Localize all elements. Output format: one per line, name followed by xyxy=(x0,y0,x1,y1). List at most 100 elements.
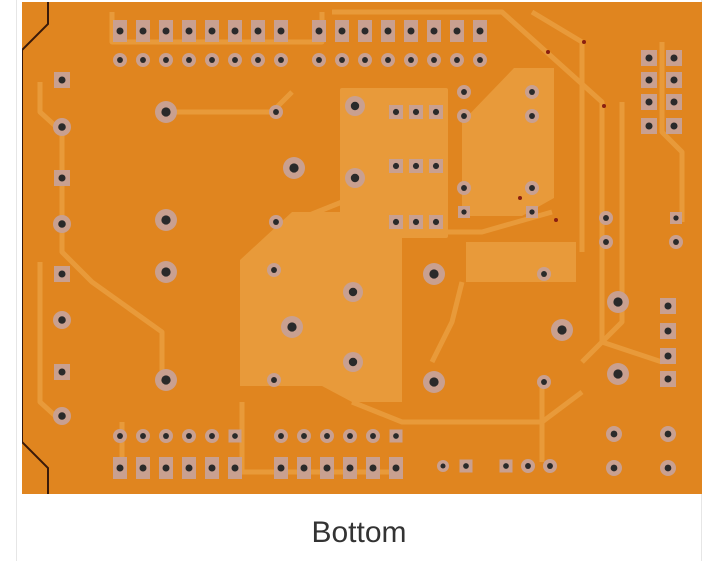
pad-hole xyxy=(432,162,440,170)
pad-hole xyxy=(300,464,308,472)
pad-hole xyxy=(664,352,672,360)
pad-hole xyxy=(58,270,66,278)
pad-hole xyxy=(547,463,553,469)
pad-hole xyxy=(525,463,531,469)
pad-hole xyxy=(208,27,216,35)
pad-hole xyxy=(117,57,123,63)
pad-hole xyxy=(277,27,285,35)
pad-hole xyxy=(186,433,192,439)
pad-hole xyxy=(461,185,467,191)
pad-hole xyxy=(231,464,239,472)
pad-hole xyxy=(348,287,358,297)
pad-hole xyxy=(338,27,346,35)
pad-hole xyxy=(603,239,609,245)
pad-hole xyxy=(454,57,460,63)
pad-hole xyxy=(323,464,331,472)
pad-hole xyxy=(392,218,400,226)
pad-hole xyxy=(208,464,216,472)
pad-hole xyxy=(412,218,420,226)
pad-hole xyxy=(339,57,345,63)
pad-hole xyxy=(430,27,438,35)
pad-hole xyxy=(58,76,66,84)
pad-hole xyxy=(273,109,279,115)
pad-hole xyxy=(670,98,678,106)
pad-hole xyxy=(161,107,171,117)
pad-hole xyxy=(664,430,672,438)
pad-hole xyxy=(645,54,653,62)
pad-hole xyxy=(664,375,672,383)
pad-hole xyxy=(362,57,368,63)
pad-hole xyxy=(407,27,415,35)
pad-hole xyxy=(140,433,146,439)
pad-hole xyxy=(232,433,238,439)
pad-hole xyxy=(161,267,171,277)
pad-hole xyxy=(255,57,261,63)
pad-hole xyxy=(670,54,678,62)
pad-hole xyxy=(670,122,678,130)
pad-hole xyxy=(348,357,358,367)
pad-hole xyxy=(431,57,437,63)
pad-hole xyxy=(287,322,297,332)
pad-hole xyxy=(232,57,238,63)
pad-hole xyxy=(271,377,277,383)
board-outline-top-left xyxy=(22,2,49,51)
pad-hole xyxy=(673,215,679,221)
pad-hole xyxy=(412,108,420,116)
pad-hole xyxy=(529,89,535,95)
pad-hole xyxy=(664,302,672,310)
pad-hole xyxy=(231,27,239,35)
pad-hole xyxy=(58,123,66,131)
pad-hole xyxy=(503,463,509,469)
pad-hole xyxy=(58,368,66,376)
pad-hole xyxy=(116,27,124,35)
pad-hole xyxy=(610,464,618,472)
pad-hole xyxy=(529,113,535,119)
pad-hole xyxy=(432,108,440,116)
pad-hole xyxy=(278,433,284,439)
pad-hole xyxy=(58,412,66,420)
pad-hole xyxy=(347,433,353,439)
pad-hole xyxy=(58,316,66,324)
pad-hole xyxy=(603,215,609,221)
pad-hole xyxy=(477,57,483,63)
pad-hole xyxy=(529,185,535,191)
pad-hole xyxy=(161,215,171,225)
pad-hole xyxy=(440,463,446,469)
pad-hole xyxy=(463,463,469,469)
pad-hole xyxy=(370,433,376,439)
copper-regions xyxy=(240,68,576,402)
pad-hole xyxy=(664,464,672,472)
pad-hole xyxy=(461,113,467,119)
pad-hole xyxy=(289,163,299,173)
pad-hole xyxy=(277,464,285,472)
pad-hole xyxy=(209,57,215,63)
pad-hole xyxy=(412,162,420,170)
pad-hole xyxy=(162,27,170,35)
pad-hole xyxy=(324,433,330,439)
pad-hole xyxy=(664,327,672,335)
pad-hole xyxy=(541,271,547,277)
pad-hole xyxy=(613,297,623,307)
pad-hole xyxy=(369,464,377,472)
pad-hole xyxy=(361,27,369,35)
pad-hole xyxy=(301,433,307,439)
pad-hole xyxy=(461,89,467,95)
pad-hole xyxy=(186,57,192,63)
pad-hole xyxy=(271,267,277,273)
pad-hole xyxy=(613,369,623,379)
figure-caption: Bottom xyxy=(311,516,407,549)
pad-hole xyxy=(163,433,169,439)
pad-hole xyxy=(392,464,400,472)
pad-hole xyxy=(117,433,123,439)
pad-hole xyxy=(385,57,391,63)
pad-hole xyxy=(185,27,193,35)
pad-hole xyxy=(392,162,400,170)
pad-hole xyxy=(254,27,262,35)
pad-hole xyxy=(429,269,439,279)
pad-hole xyxy=(346,464,354,472)
pad-hole xyxy=(278,57,284,63)
pad-hole xyxy=(163,57,169,63)
pad-hole xyxy=(316,57,322,63)
pcb-bottom-layer-image xyxy=(22,2,702,494)
pad-hole xyxy=(139,27,147,35)
